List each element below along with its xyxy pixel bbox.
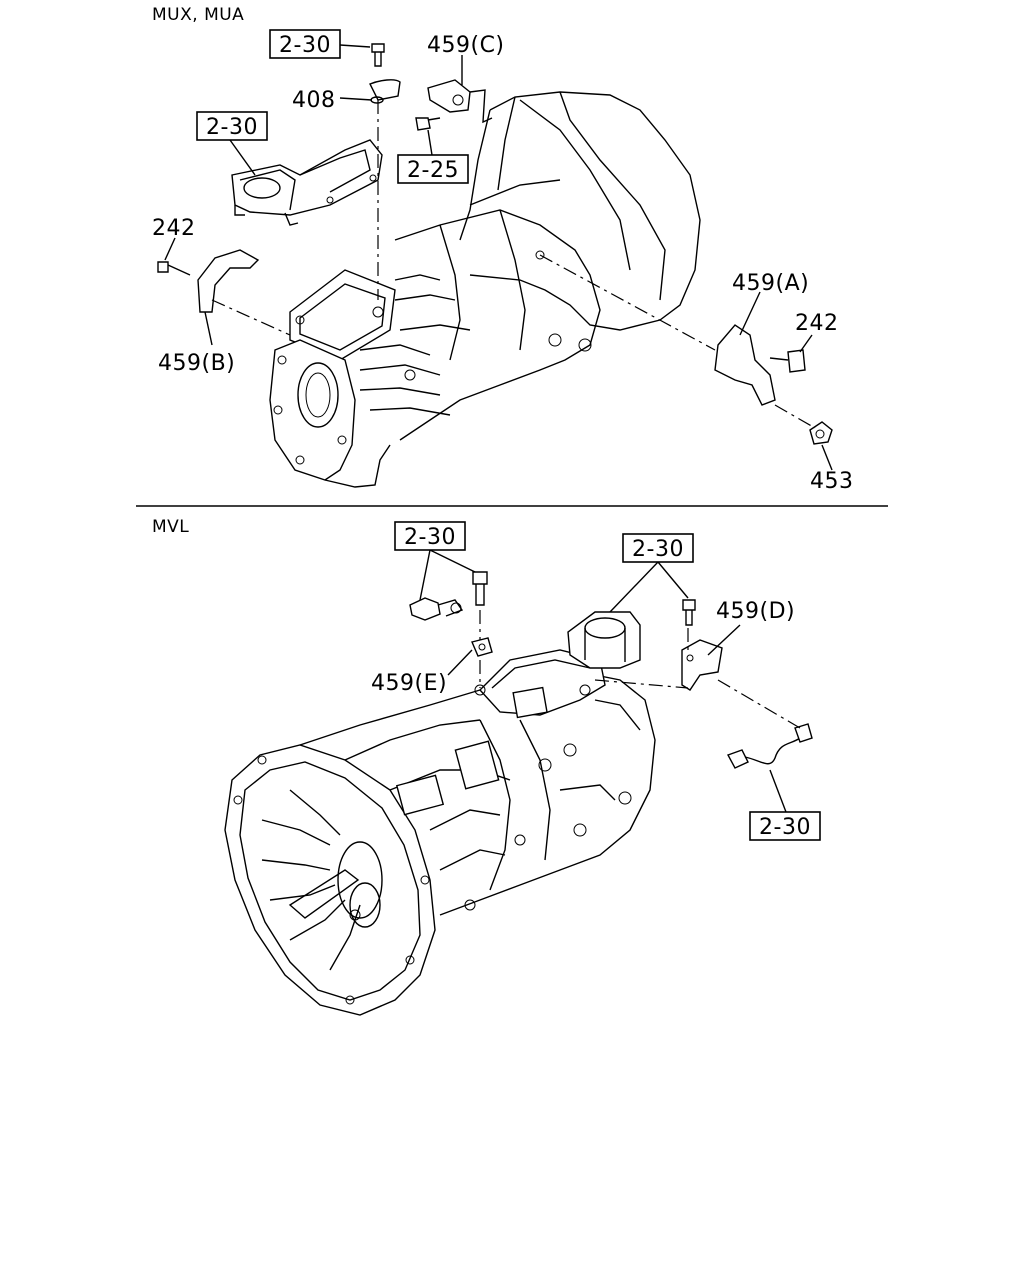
switch-left-bottom <box>409 597 464 621</box>
ref-box-2-25 <box>397 154 469 184</box>
shift-tower-top <box>231 139 383 226</box>
bracket-459b <box>157 249 260 313</box>
ref-2-25: 2-25 <box>407 158 459 183</box>
label-459a: 459(A) <box>732 271 809 296</box>
bolt-408-top <box>369 43 401 104</box>
bottom-section-title: MVL <box>152 517 189 537</box>
transmission-housing-top <box>269 91 701 488</box>
label-459b: 459(B) <box>158 351 235 376</box>
top-section: MUX, MUA <box>152 5 854 494</box>
bracket-459e <box>471 637 493 657</box>
label-459c: 459(C) <box>427 33 505 58</box>
ref-2-30-top-a: 2-30 <box>279 33 331 58</box>
label-453: 453 <box>810 469 854 494</box>
transmission-housing-bottom <box>224 611 656 1016</box>
ref-box-2-30-bottom <box>749 811 821 841</box>
bracket-459c <box>427 79 493 124</box>
switch-453 <box>809 421 833 445</box>
label-459e: 459(E) <box>371 671 447 696</box>
ref-2-30-bottom-right: 2-30 <box>632 537 684 562</box>
label-242-right: 242 <box>795 311 839 336</box>
bracket-459a <box>714 324 806 406</box>
ref-2-30-bottom: 2-30 <box>759 815 811 840</box>
label-459d: 459(D) <box>716 599 795 624</box>
ref-box-2-30-bottom-left <box>394 521 466 551</box>
label-242-left: 242 <box>152 216 196 241</box>
ref-2-30-bottom-left: 2-30 <box>404 525 456 550</box>
bolt-left-bottom <box>472 571 488 606</box>
ref-box-2-30-bottom-right <box>622 533 694 563</box>
ref-box-2-30-top-a <box>269 29 341 59</box>
ref-box-2-30-top-b <box>196 111 268 141</box>
top-section-title: MUX, MUA <box>152 5 244 25</box>
bottom-section: MVL <box>152 517 821 1016</box>
ref-2-30-top-b: 2-30 <box>206 115 258 140</box>
bracket-459d <box>681 599 723 691</box>
sensor-with-wire <box>726 723 813 769</box>
bolt-2-25 <box>415 117 441 131</box>
label-408: 408 <box>292 88 336 113</box>
